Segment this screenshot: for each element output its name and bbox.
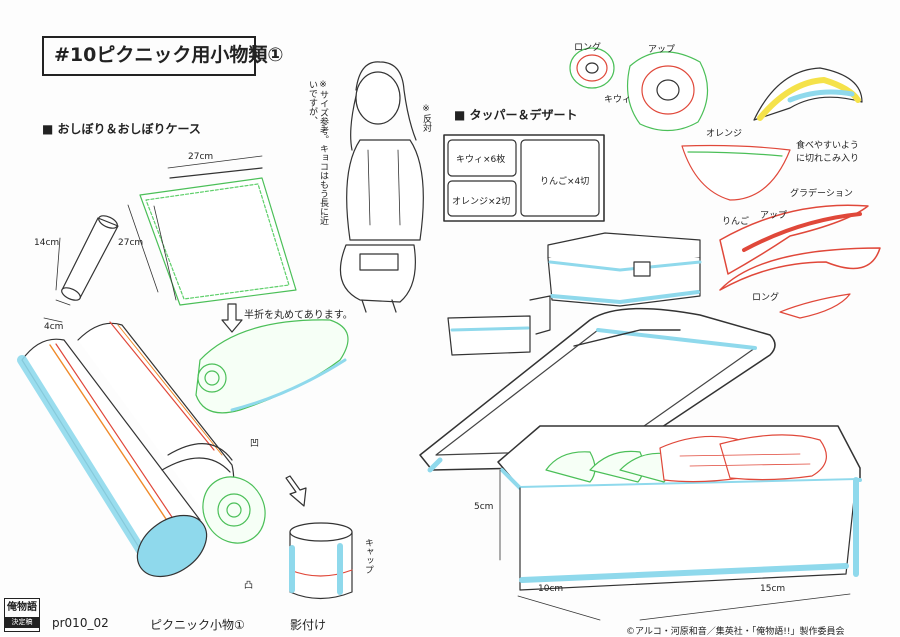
series-logo: 俺物語 決定稿 <box>4 598 40 632</box>
clip-drawing <box>447 295 551 356</box>
tray-apple: りんご×4切 <box>540 177 590 187</box>
dim-case-diameter: 4cm <box>44 322 64 332</box>
dim-box-height: 5cm <box>474 502 494 512</box>
arrows <box>221 303 307 507</box>
cap-drawing <box>289 522 353 600</box>
fold-note: 半折を丸めてあります。 <box>244 310 353 321</box>
sheet-label: ピクニック小物① <box>150 618 245 632</box>
apple-long-label: ロング <box>752 293 780 303</box>
gradation-label: グラデーション <box>790 189 853 199</box>
orange-label: オレンジ <box>706 129 743 139</box>
cap-label: 凸 <box>244 581 254 591</box>
cut-note: 食べやすいように切れこみ入り <box>796 141 860 164</box>
mirror-note: ※反対 <box>421 104 431 132</box>
dim-case-height: 14cm <box>34 238 60 248</box>
apple-slices-drawing <box>719 204 881 319</box>
apple-label: りんご <box>722 217 750 227</box>
rolled-towel-drawing <box>195 319 349 414</box>
dim-box-depth: 10cm <box>538 584 564 594</box>
copyright: ©アルコ・河原和音／集英社・「俺物語!!」製作委員会 <box>626 627 845 637</box>
size-reference-note: ※サイズ参考。キョコはもう長に近いですが、 <box>307 80 328 225</box>
lid-label: 凹 <box>250 439 260 449</box>
sheet-title: #10ピクニック用小物類① <box>42 36 283 76</box>
large-box-drawing <box>419 307 862 591</box>
case-tube-drawing <box>55 215 119 306</box>
series-logo-sub: 決定稿 <box>5 617 39 628</box>
dim-towel-width: 27cm <box>188 152 214 162</box>
cap-text: キャップ <box>363 538 373 574</box>
small-container-drawing <box>547 232 702 307</box>
kiwi-long-label: ロング <box>574 43 602 53</box>
kiwi-label: キウィ <box>604 95 632 105</box>
sheet-code: pr010_02 <box>52 616 109 630</box>
kiwi-slices-drawing <box>569 47 709 132</box>
series-logo-main: 俺物語 <box>7 602 37 613</box>
apple-up-label: アップ <box>760 211 788 221</box>
orange-slices-drawing <box>681 67 863 201</box>
towel-flat-drawing <box>139 167 297 306</box>
tray-drawing <box>443 134 605 222</box>
girl-figure-drawing <box>339 61 424 313</box>
dimension-lines <box>43 155 851 621</box>
dim-towel-height: 27cm <box>118 238 144 248</box>
section-tapper-label: ■ タッパー＆デザート <box>454 108 578 122</box>
section-oshibori-label: ■ おしぼり＆おしぼりケース <box>42 122 201 136</box>
kiwi-up-label: アップ <box>648 45 676 55</box>
tray-orange: オレンジ×2切 <box>452 197 511 207</box>
sheet-shade: 影付け <box>290 618 327 632</box>
large-cylinder-drawing <box>17 321 266 578</box>
dim-box-width: 15cm <box>760 584 786 594</box>
tray-kiwi: キウィ×6枚 <box>456 155 506 165</box>
